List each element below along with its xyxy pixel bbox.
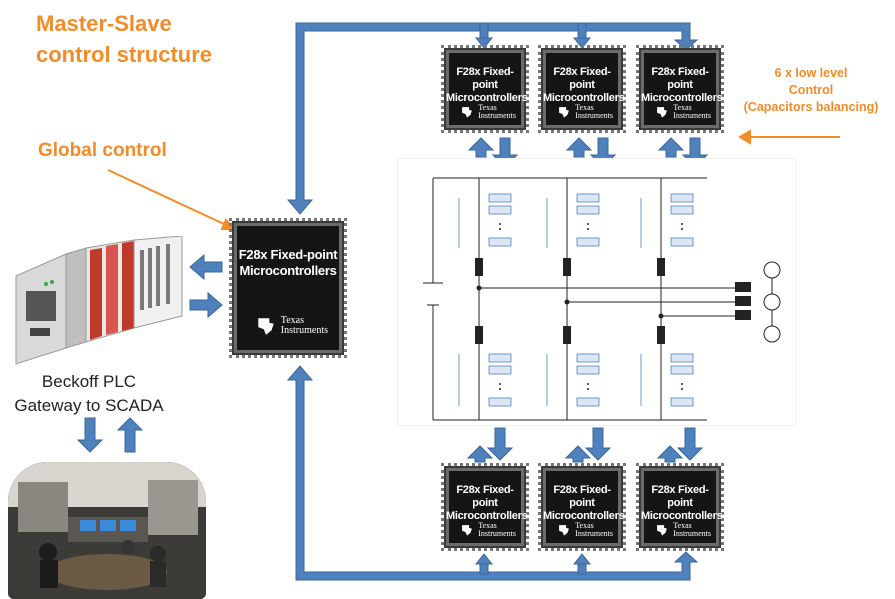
top-bus-arrowhead-2	[572, 37, 592, 49]
beckhoff-plc-image	[15, 236, 183, 365]
plc-caption: Beckoff PLC Gateway to SCADA	[14, 372, 164, 415]
global-control-label: Global control	[38, 140, 167, 161]
bottom-bus-arrow	[286, 365, 699, 581]
arrow-plc-to-scada	[76, 417, 104, 453]
top-bus-drop-2	[577, 22, 587, 39]
bottom-bus-arrowhead-2	[572, 553, 592, 565]
low-level-control-label: 6 x low level Control (Capacitors balanc…	[743, 66, 879, 114]
texas-instruments-logo-icon	[462, 107, 473, 118]
texas-instruments-logo-icon	[559, 525, 570, 536]
texas-instruments-logo-icon	[657, 525, 668, 536]
global-control-pointer	[107, 169, 227, 226]
texas-instruments-logo-icon	[657, 107, 668, 118]
mmc-circuit-schematic	[397, 158, 797, 426]
texas-instruments-logo-icon	[462, 525, 473, 536]
top-bus-drop-1	[479, 22, 489, 39]
page-title: Master-Slave control structure	[36, 11, 213, 67]
arrow-scada-to-plc	[116, 417, 144, 453]
top-bus-arrow	[286, 22, 699, 215]
texas-instruments-logo-icon	[559, 107, 570, 118]
bottom-bus-arrowhead-1	[474, 553, 494, 565]
top-bus-arrowhead-1	[474, 37, 494, 49]
scada-control-room-photo	[8, 462, 206, 599]
arrow-master-to-plc	[189, 253, 223, 281]
texas-instruments-logo-icon	[258, 318, 274, 335]
arrow-plc-to-master	[189, 291, 223, 319]
